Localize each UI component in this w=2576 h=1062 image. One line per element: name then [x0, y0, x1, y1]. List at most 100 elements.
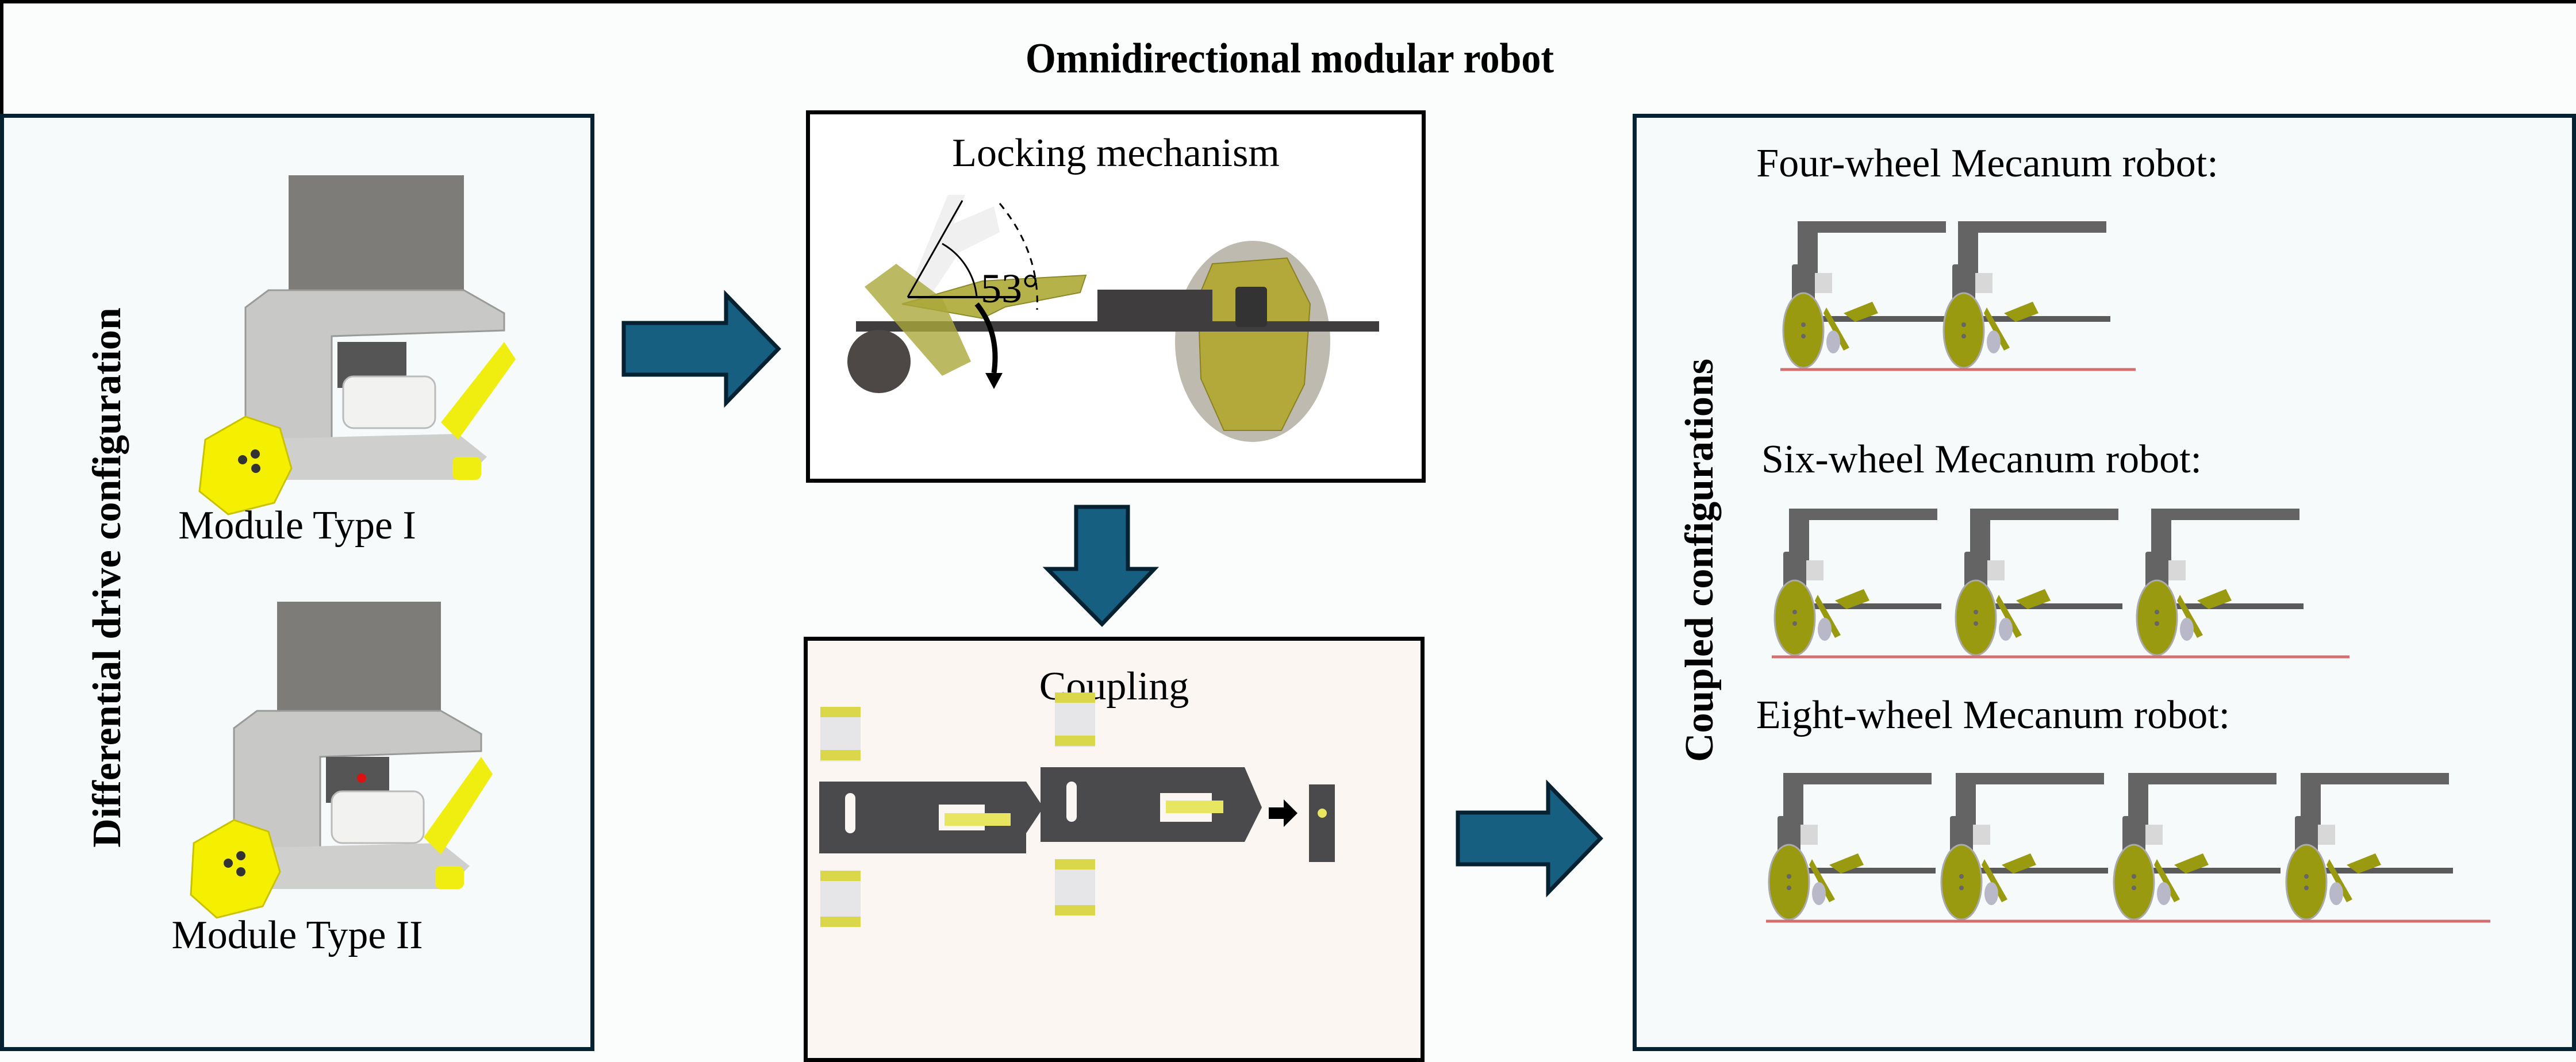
- wheel-hole: [1801, 322, 1806, 327]
- latch-arm: [2197, 589, 2232, 609]
- module-body: [2301, 773, 2449, 830]
- robot-module: [2136, 509, 2304, 656]
- mecanum-wheel: [2285, 844, 2328, 921]
- battery-cylinder: [2168, 560, 2186, 580]
- battery-cylinder: [1800, 825, 1818, 845]
- module-plate-1: [819, 782, 1043, 853]
- module-type-1-caption: Module Type I: [178, 503, 416, 548]
- wheel-hole: [1974, 610, 1978, 614]
- rotation-arrow-head: [985, 373, 1003, 389]
- coupling-illustration: [819, 692, 1335, 927]
- raised-latch-ghost: [908, 195, 1000, 304]
- module-body: [2151, 509, 2299, 566]
- caster-ball: [2329, 882, 2343, 905]
- caster-ball: [1987, 330, 2001, 353]
- wheel-hole: [1974, 621, 1978, 626]
- angle-reference-line: [907, 200, 963, 298]
- latch-lever: [2177, 595, 2203, 638]
- plate-1-slot: [845, 793, 855, 833]
- battery-cylinder: [2145, 825, 2163, 845]
- mecanum-wheel-bottom-2: [1055, 859, 1095, 915]
- six-wheel-label: Six-wheel Mecanum robot:: [1761, 437, 2202, 482]
- robot-module: [2285, 773, 2453, 921]
- caster-ball: [2180, 618, 2194, 641]
- robot-module: [1773, 509, 1941, 656]
- module-body: [2128, 773, 2276, 830]
- latch-arm: [2004, 302, 2038, 322]
- battery-pack: [342, 375, 436, 429]
- module-type-2-caption: Module Type II: [171, 913, 423, 957]
- robot-module: [1768, 773, 1936, 921]
- robot-module: [1955, 509, 2122, 656]
- six-wheel-robot-illustration: [1772, 509, 2350, 659]
- mecanum-wheel: [1782, 292, 1825, 369]
- wheel-hole: [1961, 334, 1966, 338]
- latch-arm: [424, 757, 493, 855]
- chassis-rail: [1780, 603, 1941, 609]
- differential-drive-label: Differential drive configuration: [85, 307, 129, 848]
- battery-cylinder: [1987, 560, 2005, 580]
- latch-arm: [1835, 589, 1869, 609]
- module-body: [1958, 221, 2106, 279]
- latch-lever: [1823, 307, 1849, 351]
- module-type-2-illustration: [190, 602, 493, 919]
- coupling-detail: [1309, 784, 1335, 862]
- plate-2-slot: [1066, 782, 1077, 822]
- latch-arm-1: [945, 813, 1011, 826]
- servo-horn: [1235, 287, 1267, 327]
- differential-drive-panel: Differential drive configuration Module …: [0, 114, 594, 1051]
- latch-lever: [865, 264, 971, 376]
- mecanum-wheel: [1942, 292, 1985, 369]
- module-body: [1970, 509, 2118, 566]
- wheel-hole: [1959, 886, 1964, 890]
- chassis-rail: [1775, 868, 1936, 874]
- battery-pack: [331, 790, 425, 844]
- caster: [452, 457, 481, 480]
- module-plate-2: [1041, 767, 1262, 842]
- latch-arm: [2347, 853, 2381, 874]
- battery-cylinder: [2318, 825, 2335, 845]
- base-plate: [217, 843, 470, 889]
- module-body: [1783, 773, 1932, 830]
- four-wheel-label: Four-wheel Mecanum robot:: [1756, 141, 2218, 186]
- latch-lever: [1984, 307, 2010, 351]
- wheel-hole: [1961, 322, 1966, 327]
- motor: [847, 330, 911, 393]
- mecanum-wheel: [1773, 579, 1816, 656]
- robot-module: [2113, 773, 2281, 921]
- chassis-rail: [2292, 868, 2453, 874]
- battery-cylinder: [1975, 273, 1993, 293]
- chassis-rail: [1947, 868, 2108, 874]
- arrow-right-2: [1456, 779, 1603, 898]
- servo-block: [1097, 290, 1212, 324]
- wheel-hole: [1792, 610, 1797, 614]
- battery-cylinder: [1806, 560, 1823, 580]
- mecanum-wheel: [1955, 579, 1997, 656]
- mecanum-wheel-top-2: [1055, 692, 1095, 747]
- coupling-pin: [1318, 809, 1327, 818]
- wheel-hole: [2304, 874, 2309, 879]
- latch-arm: [1829, 853, 1864, 874]
- angle-arc: [942, 243, 978, 298]
- latch-arm-2: [1166, 801, 1223, 813]
- latch-arm: [2174, 853, 2209, 874]
- latch-arm: [441, 342, 516, 440]
- module-body: [1956, 773, 2104, 830]
- latch-lever: [2327, 859, 2352, 902]
- arrow-down: [1042, 505, 1160, 628]
- battery-cylinder: [1815, 273, 1832, 293]
- wheel-hole: [2132, 874, 2136, 879]
- wheel-hole: [1959, 874, 1964, 879]
- arrow-right-2-shape: [1456, 779, 1603, 898]
- module-type-1-illustration: [198, 175, 516, 515]
- latch-arm: [2002, 853, 2036, 874]
- mecanum-wheel-top-1: [820, 707, 861, 761]
- wheel-hole: [1792, 621, 1797, 626]
- base-plate: [228, 434, 487, 480]
- robot-module: [1942, 221, 2110, 369]
- latch-arm: [2016, 589, 2051, 609]
- robot-module: [1940, 773, 2108, 921]
- caster-ball: [1826, 330, 1840, 353]
- latch-arm: [1844, 302, 1878, 322]
- latch-lever: [1982, 859, 2007, 902]
